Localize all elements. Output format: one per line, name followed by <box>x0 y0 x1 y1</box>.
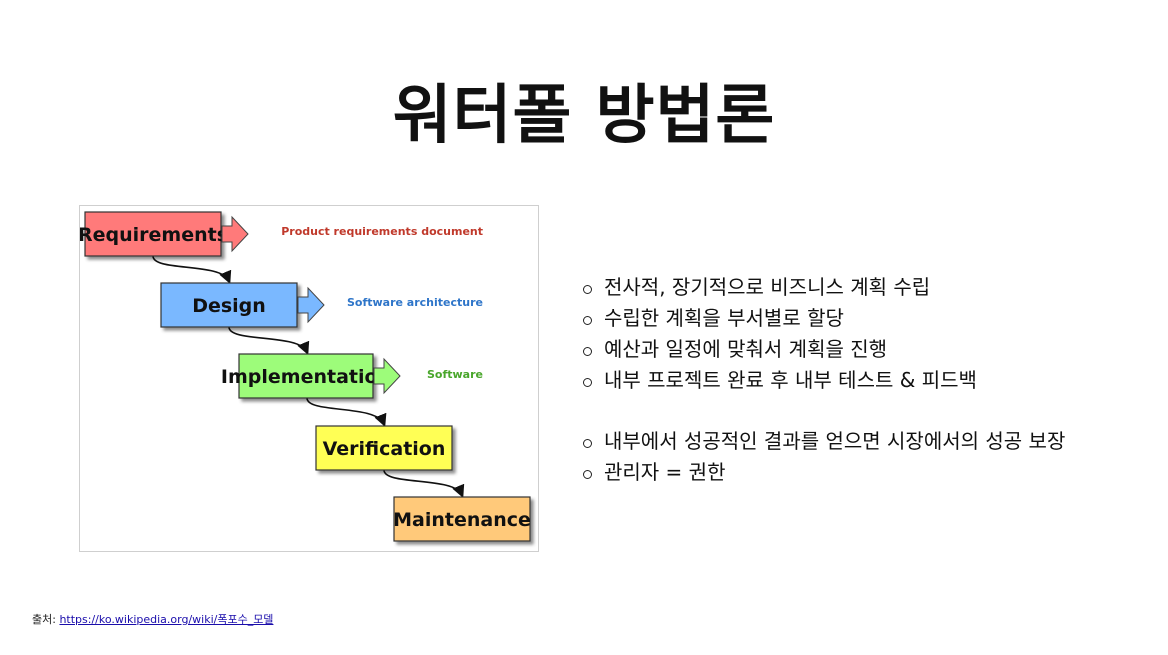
bullet-item: 내부 프로젝트 완료 후 내부 테스트 & 피드백 <box>583 365 1143 396</box>
stage-box-implementation <box>238 353 374 399</box>
bullet-item: 관리자 = 권한 <box>583 457 1143 488</box>
stage-box-design <box>160 282 298 328</box>
output-arrow-icon <box>373 357 401 395</box>
slide-title: 워터폴 방법론 <box>392 79 776 153</box>
waterfall-diagram-svg: Requirements Product requirements documen… <box>80 211 531 542</box>
waterfall-diagram: Requirements Product requirements documen… <box>79 205 539 552</box>
source-label: 출처: <box>32 613 60 626</box>
stage-label-design: Design <box>192 295 266 317</box>
bullet-text: 내부에서 성공적인 결과를 얻으면 시장에서의 성공 보장 <box>604 429 1066 453</box>
bullet-circle-icon <box>583 470 592 479</box>
stage-box-verification <box>315 425 453 471</box>
bullet-circle-icon <box>583 439 592 448</box>
bullet-text: 전사적, 장기적으로 비즈니스 계획 수립 <box>604 275 931 299</box>
stage-output-requirements: Product requirements document <box>281 225 483 238</box>
flow-arrow <box>383 469 465 498</box>
stage-label-maintenance: Maintenance <box>393 509 531 531</box>
stage-box-requirements <box>84 211 222 257</box>
bullet-text: 예산과 일정에 맞춰서 계획을 진행 <box>604 337 888 361</box>
stage-label-verification: Verification <box>323 438 446 460</box>
bullet-circle-icon <box>583 378 592 387</box>
bullet-text: 관리자 = 권한 <box>604 460 726 484</box>
bullet-item: 예산과 일정에 맞춰서 계획을 진행 <box>583 334 1143 365</box>
source-citation: 출처: https://ko.wikipedia.org/wiki/폭포수_모델 <box>32 611 273 627</box>
bullet-text: 내부 프로젝트 완료 후 내부 테스트 & 피드백 <box>604 368 977 392</box>
stage-output-implementation: Software <box>427 368 483 381</box>
bullet-circle-icon <box>583 316 592 325</box>
source-link[interactable]: https://ko.wikipedia.org/wiki/폭포수_모델 <box>59 613 274 626</box>
output-arrow-icon <box>297 286 325 324</box>
bullet-circle-icon <box>583 285 592 294</box>
stage-label-requirements: Requirements <box>80 224 228 246</box>
output-arrow-icon <box>221 215 249 253</box>
flow-arrow <box>152 255 232 284</box>
bullet-item: 내부에서 성공적인 결과를 얻으면 시장에서의 성공 보장 <box>583 426 1143 457</box>
bullet-item: 전사적, 장기적으로 비즈니스 계획 수립 <box>583 272 1143 303</box>
bullet-circle-icon <box>583 347 592 356</box>
flow-arrow <box>228 326 310 355</box>
stage-label-implementation: Implementation <box>221 366 391 388</box>
bullet-item: 수립한 계획을 부서별로 할당 <box>583 303 1143 334</box>
bullet-list: 전사적, 장기적으로 비즈니스 계획 수립 수립한 계획을 부서별로 할당 예산… <box>583 272 1143 488</box>
flow-arrow <box>306 397 387 427</box>
bullet-text: 수립한 계획을 부서별로 할당 <box>604 306 844 330</box>
stage-box-maintenance <box>393 496 531 542</box>
stage-output-design: Software architecture <box>347 296 483 309</box>
